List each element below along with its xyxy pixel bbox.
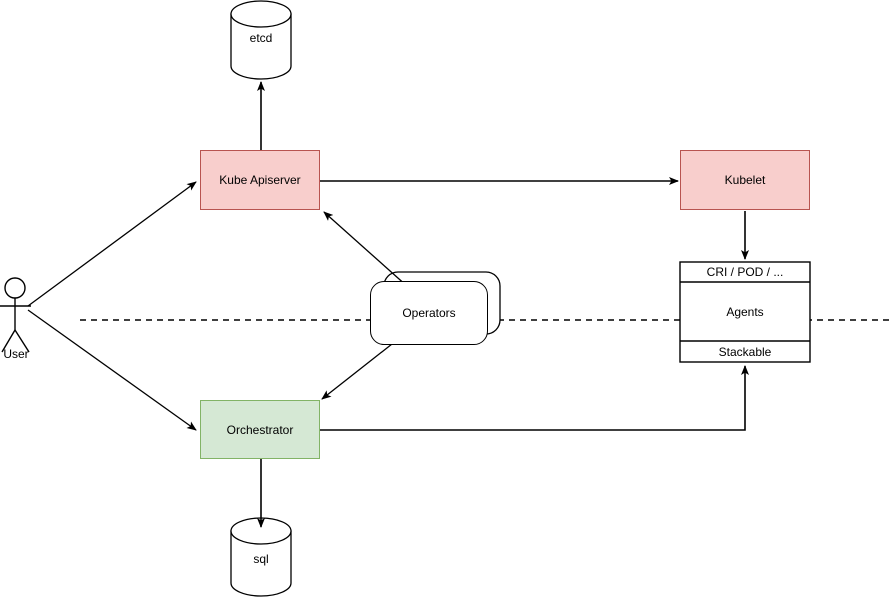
node-kubelet[interactable]: Kubelet (680, 150, 810, 210)
edge-operators-to-orchestrator (321, 343, 393, 400)
edge-orchestrator-to-agents (320, 365, 749, 431)
kube-apiserver-label: Kube Apiserver (219, 173, 301, 187)
node-kube-apiserver[interactable]: Kube Apiserver (200, 150, 320, 210)
node-orchestrator[interactable]: Orchestrator (200, 400, 320, 459)
agents-box-shape (679, 261, 811, 363)
edge-user-to-kube-apiserver (27, 181, 197, 307)
node-operators[interactable]: Operators (370, 281, 488, 345)
etcd-cylinder-shape (230, 0, 292, 80)
operators-label: Operators (402, 306, 456, 320)
edge-operators-to-kube-apiserver (323, 211, 409, 288)
user-actor-icon (0, 277, 31, 353)
edge-user-to-orchestrator (27, 309, 197, 431)
orchestrator-label: Orchestrator (226, 422, 294, 437)
kubelet-label: Kubelet (724, 173, 766, 187)
sql-cylinder-shape (230, 517, 292, 597)
